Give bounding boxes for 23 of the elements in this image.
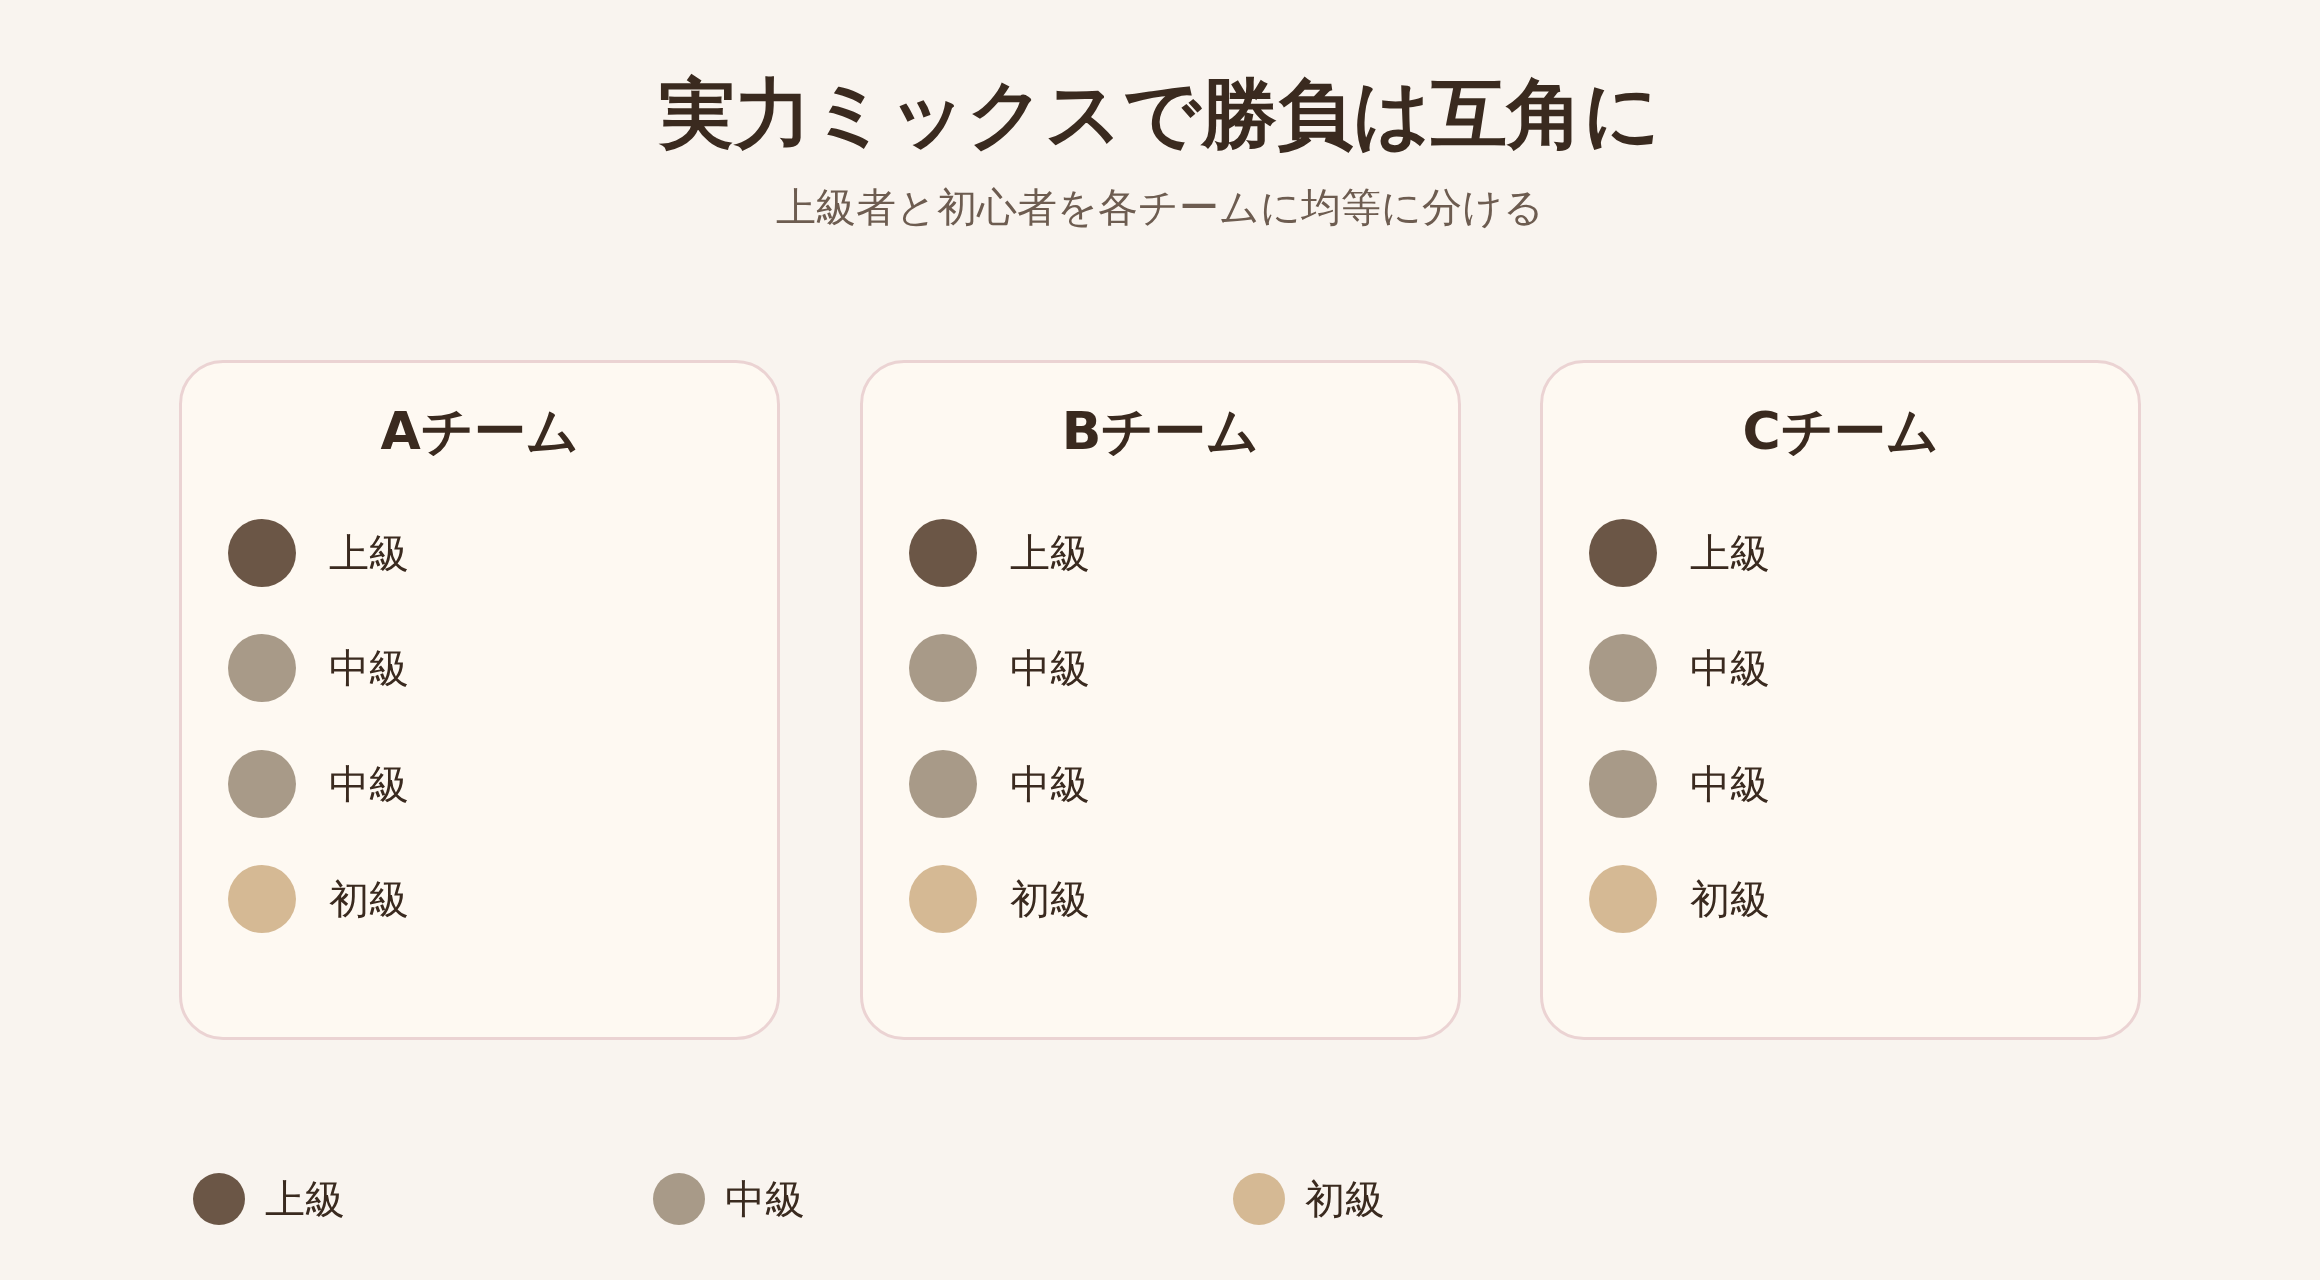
level-label: 初級 [1010,879,1090,919]
card-heading: Aチーム [380,405,579,457]
level-label: 中級 [329,648,409,688]
level-label: 初級 [329,879,409,919]
level-label: 上級 [329,533,409,573]
level-label: 上級 [1690,533,1770,573]
level-label: 中級 [329,764,409,804]
legend-label: 中級 [725,1179,805,1219]
team-card [179,360,780,1040]
team-card [1540,360,2141,1040]
legend-label: 初級 [1305,1179,1385,1219]
card-heading: Bチーム [1061,405,1260,457]
level-label: 中級 [1690,648,1770,688]
subtitle: 上級者と初心者を各チームに均等に分ける [776,187,1544,227]
level-label: 上級 [1010,533,1090,573]
legend-label: 上級 [265,1179,345,1219]
level-label: 中級 [1010,648,1090,688]
title: 実力ミックスで勝負は互角に [659,76,1661,152]
level-label: 中級 [1690,764,1770,804]
level-label: 初級 [1690,879,1770,919]
card-heading: Cチーム [1742,405,1939,457]
level-label: 中級 [1010,764,1090,804]
team-card [860,360,1461,1040]
